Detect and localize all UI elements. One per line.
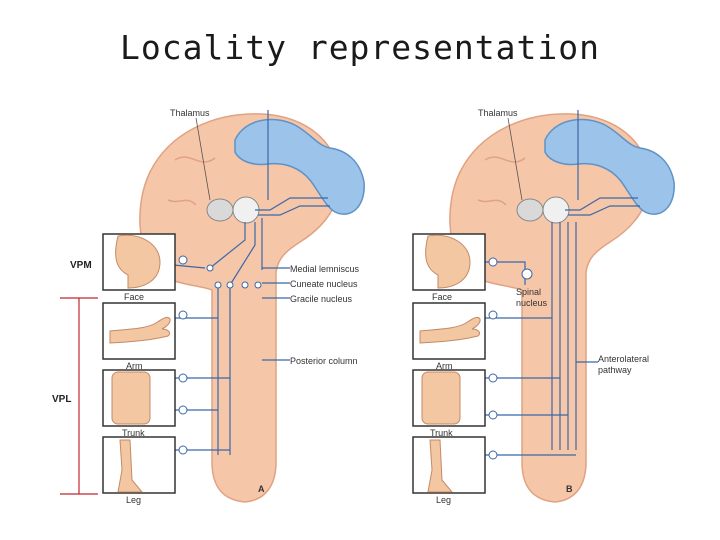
face-label-b: Face (432, 292, 452, 302)
trunk-figure-a (111, 371, 151, 425)
gracile-nucleus-label: Gracile nucleus (290, 294, 353, 304)
face-label-a: Face (124, 292, 144, 302)
panel-letter-b: B (566, 484, 573, 494)
vpm-label: VPM (70, 260, 92, 271)
leg-figure-a (117, 439, 144, 493)
arm-label-a: Arm (126, 361, 143, 371)
panel-letter-a: A (258, 484, 265, 494)
vpl-label: VPL (52, 394, 71, 405)
leg-figure-b (427, 439, 454, 493)
posterior-column-label: Posterior column (290, 356, 358, 366)
anterolateral-label-2: pathway (598, 365, 632, 375)
slide-title: Locality representation (120, 28, 600, 67)
leg-label-a: Leg (126, 495, 141, 505)
spinal-nucleus-label-1: Spinal (516, 287, 541, 297)
spinal-nucleus-label-2: nucleus (516, 298, 548, 308)
thalamus-a (206, 198, 234, 222)
cuneate-nucleus-label: Cuneate nucleus (290, 279, 358, 289)
arm-label-b: Arm (436, 361, 453, 371)
trunk-figure-b (421, 371, 461, 425)
face-figure-a (115, 234, 161, 289)
anterolateral-label-1: Anterolateral (598, 354, 649, 364)
pathway-nodes-b (488, 257, 533, 460)
leg-label-b: Leg (436, 495, 451, 505)
panel-b: Thalamus Spinal nucleus Anterolateral pa… (412, 108, 675, 505)
face-figure-b (425, 234, 471, 289)
thalamus-label-b: Thalamus (478, 108, 518, 118)
leg-box-b (412, 436, 486, 494)
leg-box-a (102, 436, 176, 494)
trunk-label-b: Trunk (430, 428, 453, 438)
medial-lemniscus-label: Medial lemniscus (290, 264, 360, 274)
pathway-nodes-a (178, 255, 262, 455)
vpl-bracket (60, 297, 98, 495)
trunk-label-a: Trunk (122, 428, 145, 438)
thalamus-b (516, 198, 544, 222)
panel-a: Thalamus Medial lemniscus Cuneate nucleu… (102, 108, 365, 505)
thalamus-label-a: Thalamus (170, 108, 210, 118)
